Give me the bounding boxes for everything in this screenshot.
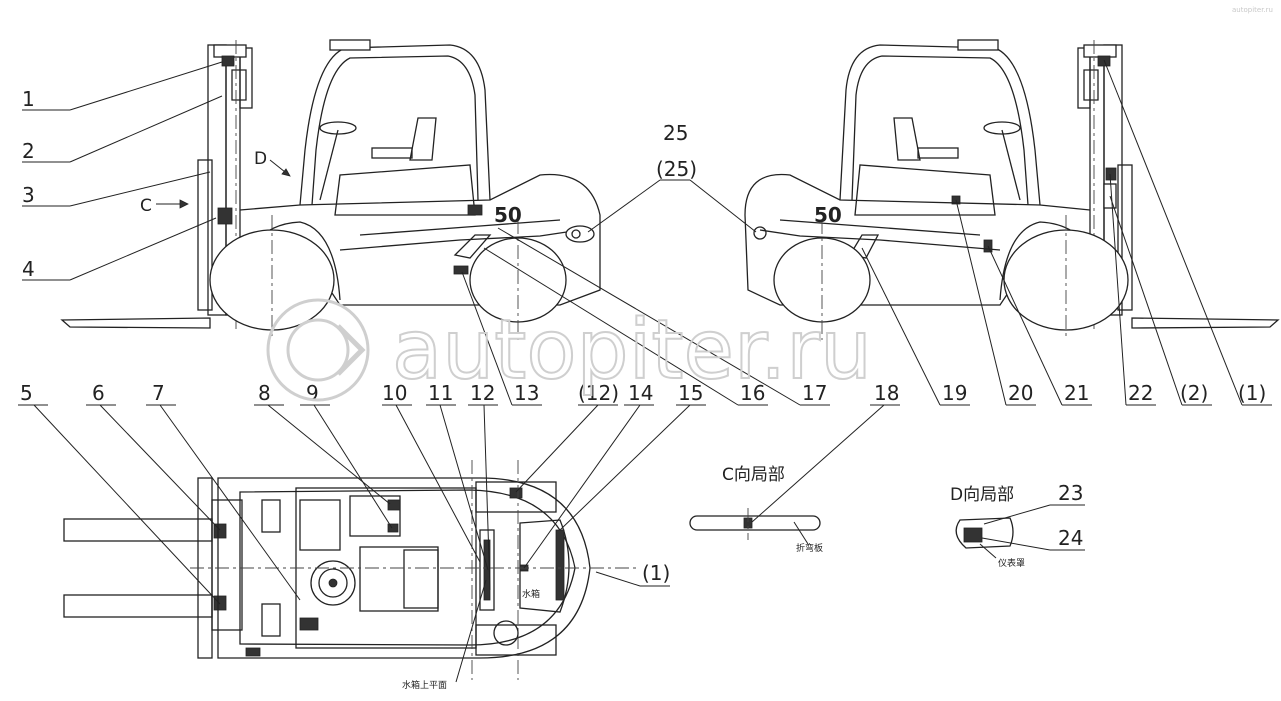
callout-1-paren-bottom: (1)	[642, 561, 670, 585]
callout-20: 20	[1008, 381, 1033, 405]
callout-14: 14	[628, 381, 653, 405]
detail-d: D向局部 仪表罩	[950, 485, 1025, 569]
callout-23: 23	[1058, 481, 1083, 505]
view-c-letter: C	[140, 196, 152, 216]
top-view	[63, 460, 640, 680]
callout-22: 22	[1128, 381, 1153, 405]
callout-10: 10	[382, 381, 407, 405]
leader-lines-bottom	[18, 404, 1085, 683]
leader-lines-top	[22, 59, 1272, 406]
callout-6: 6	[92, 381, 105, 405]
callout-7: 7	[152, 381, 165, 405]
callout-3: 3	[22, 183, 35, 207]
model-badge-right: 50	[814, 203, 842, 227]
callout-12-paren: (12)	[578, 381, 619, 405]
detail-c: C向局部 折弯板	[689, 465, 823, 554]
detail-d-title: D向局部	[950, 485, 1014, 505]
watermark-corner-text: autopiter.ru	[1232, 6, 1273, 14]
callout-13: 13	[514, 381, 539, 405]
callout-5: 5	[20, 381, 33, 405]
callout-12: 12	[470, 381, 495, 405]
callout-25-paren: (25)	[656, 157, 697, 181]
callout-16: 16	[740, 381, 765, 405]
callout-4: 4	[22, 257, 35, 281]
callout-2: 2	[22, 139, 35, 163]
callout-19: 19	[942, 381, 967, 405]
callout-17: 17	[802, 381, 827, 405]
model-badge-left: 50	[494, 203, 522, 227]
callout-25: 25	[663, 121, 688, 145]
callout-8: 8	[258, 381, 271, 405]
watermark: autopiter.ru autopiter.ru	[266, 6, 1273, 402]
watermark-text: autopiter.ru	[392, 303, 872, 398]
note-water-tank: 水箱	[522, 588, 540, 600]
note-instrument-cover: 仪表罩	[998, 557, 1025, 569]
callout-15: 15	[678, 381, 703, 405]
note-bend-panel: 折弯板	[796, 542, 823, 554]
callout-1: 1	[22, 87, 35, 111]
callout-24: 24	[1058, 526, 1083, 550]
detail-c-title: C向局部	[722, 465, 785, 485]
view-arrows: C D 50 50 水箱 水箱上平面	[140, 149, 842, 691]
callout-2-paren: (2)	[1180, 381, 1208, 405]
right-side-view	[744, 39, 1280, 340]
callout-1-paren: (1)	[1238, 381, 1266, 405]
note-water-tank-top: 水箱上平面	[402, 679, 447, 691]
callout-18: 18	[874, 381, 899, 405]
callout-11: 11	[428, 381, 453, 405]
callout-21: 21	[1064, 381, 1089, 405]
view-d-letter: D	[254, 149, 267, 169]
left-side-view	[60, 39, 601, 340]
callout-numbers: 1 2 3 4 25 (25) 13 16 17 19 20 21 22 (2)…	[20, 87, 1266, 585]
